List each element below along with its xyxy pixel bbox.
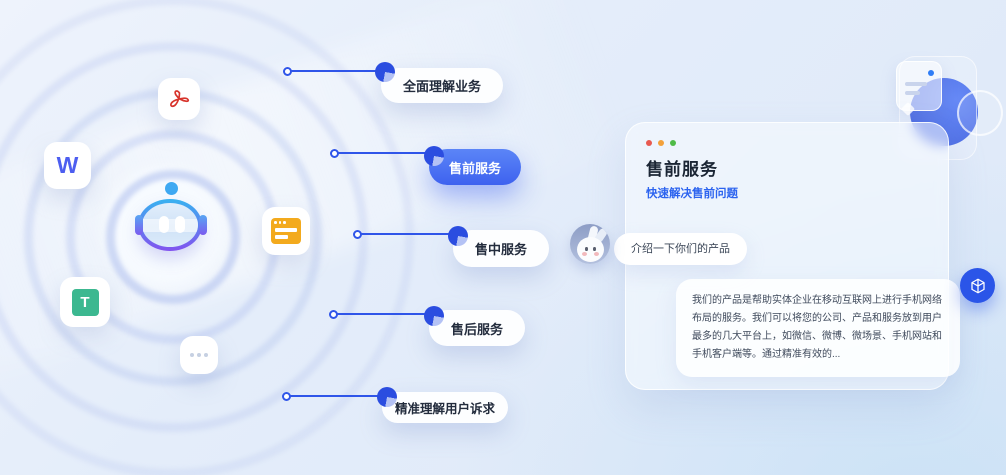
ripple-ring (0, 0, 414, 475)
rabbit-avatar (570, 224, 610, 264)
presales-chat-card: 售前服务 快速解决售前问题 介绍一下你们的产品 我们的产品是帮助实体企业在移动互… (570, 122, 960, 390)
more-icon (180, 336, 218, 374)
connector-line (337, 313, 426, 315)
pie-node-icon (448, 226, 468, 246)
cube-badge (960, 268, 995, 303)
pill-understand-user-demand[interactable]: 精准理解用户诉求 (382, 392, 509, 423)
connector-line (361, 233, 450, 235)
pie-node-icon (424, 146, 444, 166)
word-letter: W (56, 152, 79, 178)
robot-antenna (165, 182, 178, 195)
ripple-ring (0, 42, 368, 432)
connector-line (338, 152, 426, 154)
headset-deco-icon (957, 90, 1003, 136)
window-dots (646, 140, 676, 146)
card-title: 售前服务 (646, 160, 718, 179)
ripple-ring (106, 170, 240, 304)
user-message-bubble: 介绍一下你们的产品 (614, 233, 747, 265)
browser-icon (262, 207, 310, 255)
connector-line (290, 395, 380, 397)
robot-avatar (135, 182, 207, 256)
cube-icon (970, 278, 985, 293)
pill-understand-business[interactable]: 全面理解业务 (381, 68, 504, 103)
card-subtitle: 快速解决售前问题 (646, 188, 738, 200)
bot-reply-bubble: 我们的产品是帮助实体企业在移动互联网上进行手机网络布局的服务。我们可以将您的公司… (676, 279, 960, 377)
pie-node-icon (375, 62, 395, 82)
chat-deco-icon (896, 61, 942, 117)
pdf-icon (158, 78, 200, 120)
pie-node-icon (377, 387, 397, 407)
text-icon: T (60, 277, 110, 327)
connector-line (291, 70, 377, 72)
text-letter: T (80, 293, 90, 311)
word-icon: W (44, 142, 91, 189)
pie-node-icon (424, 306, 444, 326)
